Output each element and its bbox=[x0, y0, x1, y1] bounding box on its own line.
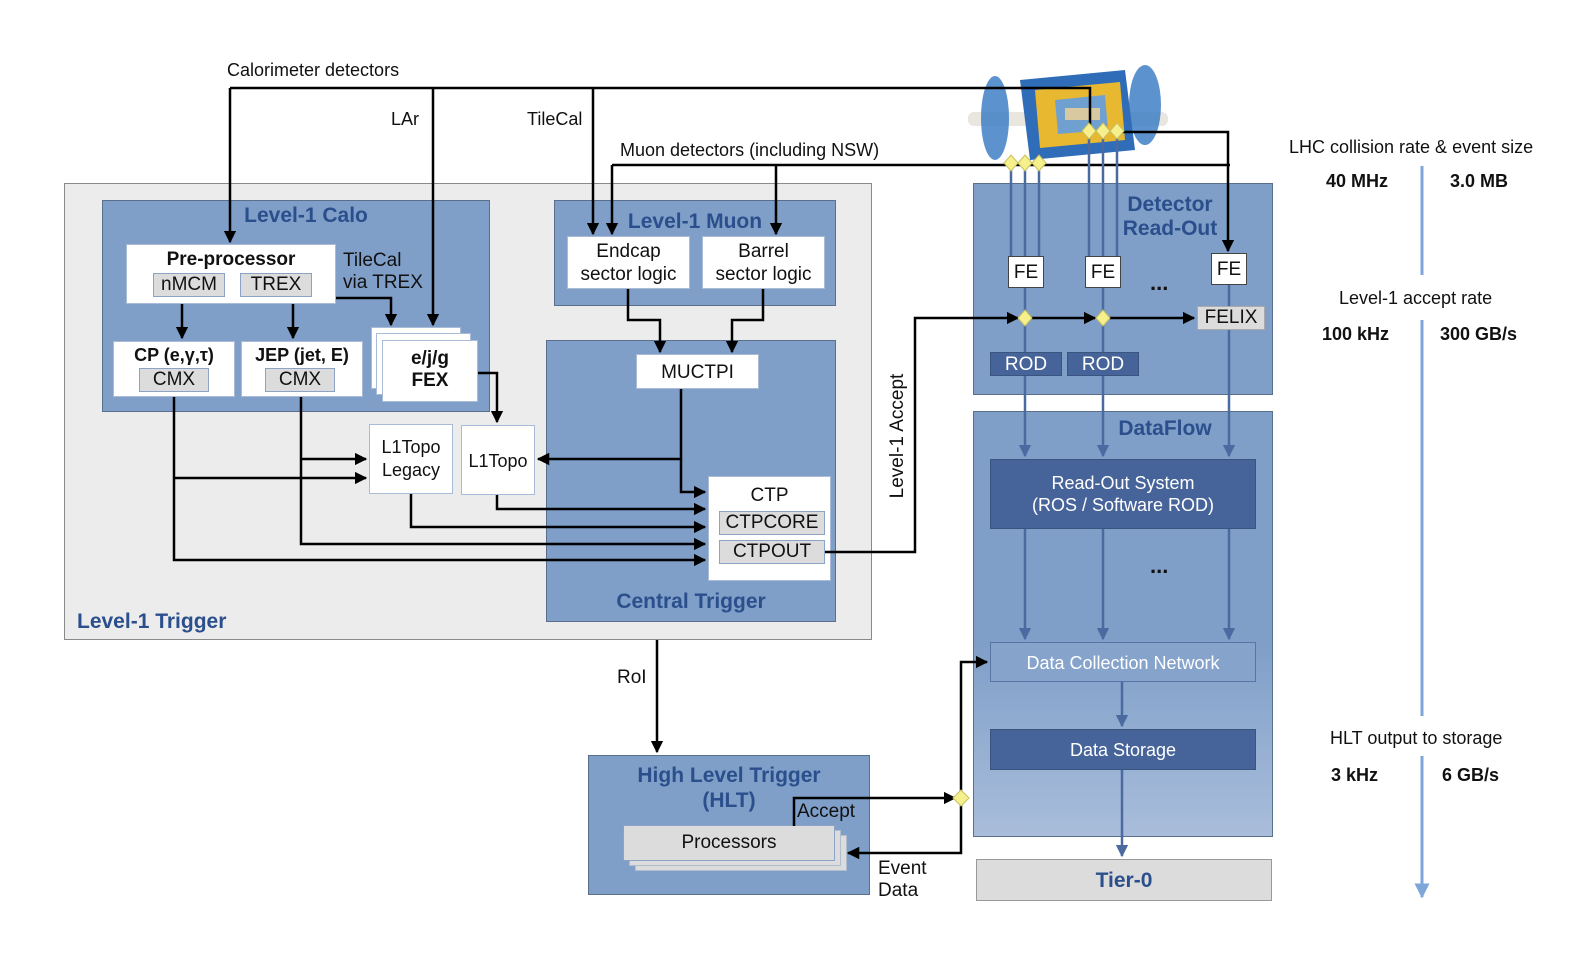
level1-trigger-title: Level-1 Trigger bbox=[77, 610, 227, 633]
ros-line1: Read-Out System bbox=[1051, 473, 1195, 493]
l1topo-legacy-line1: L1Topo bbox=[381, 437, 441, 457]
dataflow-ellipsis: ... bbox=[1150, 553, 1169, 578]
hlt-title: High Level Trigger (HLT) bbox=[588, 763, 870, 813]
roi-label: RoI bbox=[617, 667, 647, 688]
barrel-sector-logic-box: Barrel sector logic bbox=[702, 236, 825, 289]
rate-stage-1-label: LHC collision rate & event size bbox=[1289, 137, 1534, 157]
l1topo-legacy-line2: Legacy bbox=[381, 460, 441, 480]
cp-title: CP (e,γ,τ) bbox=[134, 345, 214, 365]
level1-muon-title: Level-1 Muon bbox=[627, 210, 763, 233]
trex-chip: TREX bbox=[240, 273, 312, 297]
jep-box: JEP (jet, E) bbox=[241, 341, 363, 397]
data-line: Data bbox=[878, 880, 919, 901]
level1-accept-label: Level-1 Accept bbox=[887, 373, 908, 499]
fex-line2: FEX bbox=[411, 370, 449, 391]
readout-title-line1: Detector bbox=[1127, 193, 1213, 216]
fe-box-3: FE bbox=[1211, 253, 1247, 285]
preprocessor-title: Pre-processor bbox=[166, 249, 296, 270]
processors-box: Processors bbox=[623, 825, 835, 861]
fe-box-2: FE bbox=[1085, 256, 1121, 288]
fex-box: e/j/g FEX bbox=[382, 340, 478, 402]
rate-stage-2-size: 300 GB/s bbox=[1440, 324, 1518, 344]
endcap-sector-logic-box: Endcap sector logic bbox=[567, 236, 690, 289]
jep-cmx-chip: CMX bbox=[265, 368, 335, 392]
event-data-label: Event Data bbox=[878, 858, 927, 902]
rate-stage-3-label: HLT output to storage bbox=[1330, 728, 1503, 748]
rate-stage-1-size: 3.0 MB bbox=[1450, 171, 1509, 191]
calorimeter-detectors-label: Calorimeter detectors bbox=[227, 60, 400, 80]
ros-box: Read-Out System (ROS / Software ROD) bbox=[990, 459, 1256, 529]
atlas-detector-icon bbox=[968, 65, 1168, 160]
via-trex-line: via TREX bbox=[343, 272, 423, 293]
muctpi-box: MUCTPI bbox=[636, 354, 759, 389]
ctpout-chip: CTPOUT bbox=[719, 540, 825, 564]
central-trigger-title: Central Trigger bbox=[616, 590, 766, 613]
l1topo-box: L1Topo bbox=[461, 425, 535, 495]
readout-ellipsis: ... bbox=[1150, 270, 1169, 295]
event-line: Event bbox=[878, 858, 927, 879]
data-storage-box: Data Storage bbox=[990, 729, 1256, 770]
rate-stage-2-label: Level-1 accept rate bbox=[1339, 288, 1493, 308]
l1topo-legacy-box: L1Topo Legacy bbox=[369, 424, 453, 494]
tilecal-line: TileCal bbox=[343, 250, 402, 271]
rate-stage-1-rate: 40 MHz bbox=[1326, 171, 1389, 191]
cp-cmx-chip: CMX bbox=[139, 368, 209, 392]
nmcm-chip: nMCM bbox=[153, 273, 225, 297]
ros-line2: (ROS / Software ROD) bbox=[1031, 495, 1215, 515]
rate-stage-3-rate: 3 kHz bbox=[1331, 765, 1379, 785]
tier0-box: Tier-0 bbox=[976, 859, 1272, 901]
data-collection-network-box: Data Collection Network bbox=[990, 642, 1256, 682]
rate-stage-3-size: 6 GB/s bbox=[1442, 765, 1500, 785]
fe-box-1: FE bbox=[1008, 256, 1044, 288]
felix-box: FELIX bbox=[1197, 306, 1265, 330]
endcap-line1: Endcap bbox=[596, 241, 661, 262]
jep-title: JEP (jet, E) bbox=[255, 345, 349, 365]
ctpcore-chip: CTPCORE bbox=[719, 511, 825, 535]
muon-detectors-label: Muon detectors (including NSW) bbox=[620, 140, 880, 160]
ctp-title: CTP bbox=[750, 485, 789, 506]
detector-readout-title: Detector Read-Out bbox=[1120, 193, 1220, 241]
dataflow-title: DataFlow bbox=[1118, 417, 1212, 440]
rate-stage-2-rate: 100 kHz bbox=[1322, 324, 1390, 344]
hlt-accept-label: Accept bbox=[797, 801, 856, 822]
endcap-line2: sector logic bbox=[580, 264, 677, 285]
rod-box-1: ROD bbox=[990, 352, 1062, 376]
fex-line1: e/j/g bbox=[410, 348, 449, 369]
tilecal-label: TileCal bbox=[527, 109, 583, 129]
rod-box-2: ROD bbox=[1067, 352, 1139, 376]
barrel-line1: Barrel bbox=[738, 241, 789, 262]
readout-title-line2: Read-Out bbox=[1122, 217, 1218, 240]
tilecal-via-trex-label: TileCal via TREX bbox=[343, 250, 423, 294]
level1-calo-title: Level-1 Calo bbox=[244, 204, 368, 227]
lar-label: LAr bbox=[391, 109, 420, 129]
barrel-line2: sector logic bbox=[715, 264, 812, 285]
hlt-title-line1: High Level Trigger bbox=[637, 764, 821, 787]
hlt-title-line2: (HLT) bbox=[702, 789, 756, 812]
